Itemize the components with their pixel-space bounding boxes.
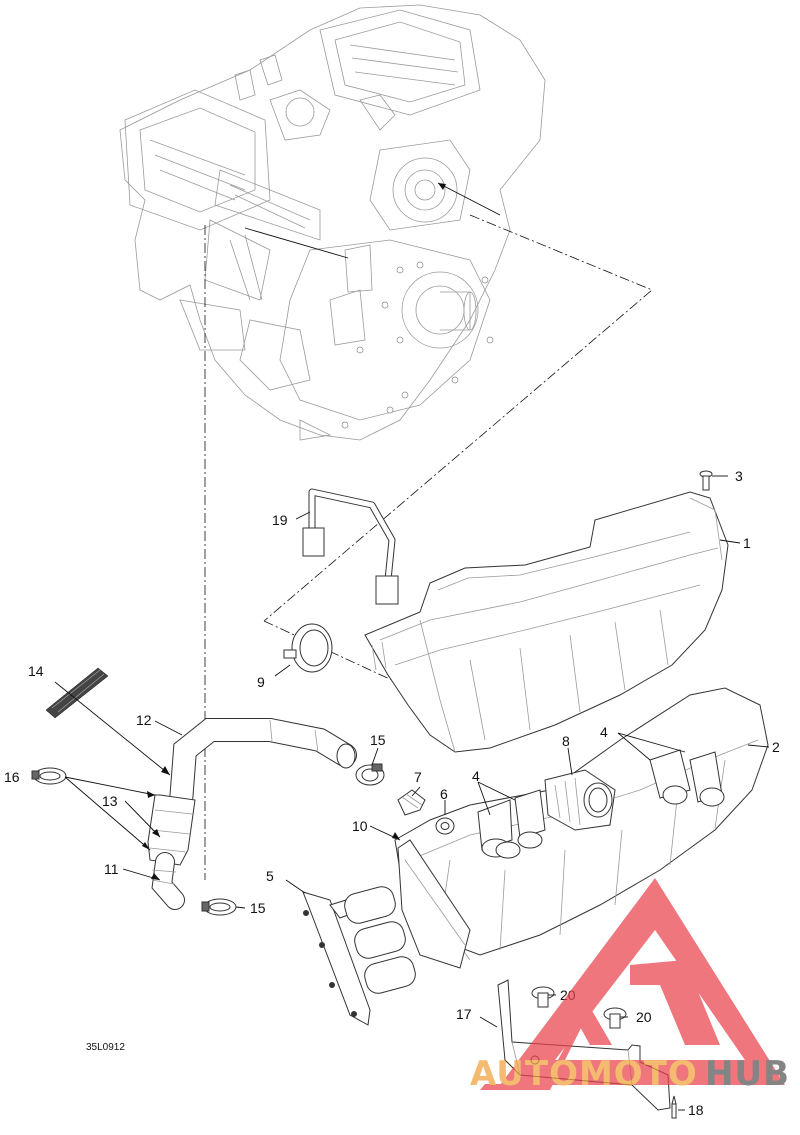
- callout-1: 1: [743, 535, 751, 551]
- part-14-foam-strip: [45, 667, 109, 719]
- part-5-filter: [302, 886, 416, 1026]
- clamp-16: [31, 767, 67, 785]
- callout-8: 8: [562, 733, 570, 749]
- clamp-15-upper: [355, 763, 385, 786]
- watermark-triangle-outer: [480, 880, 655, 1090]
- callout-13: 13: [102, 793, 118, 809]
- callout-3: 3: [735, 468, 743, 484]
- part-1-airbox-cover: [364, 491, 729, 753]
- callout-2: 2: [772, 739, 780, 755]
- callout-4-left: 4: [472, 768, 480, 784]
- callout-19: 19: [272, 512, 288, 528]
- callout-20-lower: 20: [636, 1009, 652, 1025]
- part-6-grommet: [435, 817, 455, 835]
- part-19-strap: [302, 488, 399, 605]
- callout-17: 17: [456, 1006, 472, 1022]
- part-12-tube: [168, 718, 357, 827]
- part-7-fitting: [397, 789, 426, 816]
- clamp-15-lower: [201, 898, 237, 916]
- part-3-screw: [699, 470, 713, 491]
- callout-15-lower: 15: [250, 900, 266, 916]
- watermark-logo: AUTOMOTO HUB: [470, 878, 790, 1094]
- watermark-triangle: [500, 878, 785, 1085]
- part-11-hose: [151, 852, 185, 910]
- diagram-code: 35L0912: [86, 1042, 125, 1053]
- callout-18: 18: [688, 1102, 704, 1118]
- part-9-clamp: [283, 623, 333, 673]
- callout-10: 10: [352, 818, 368, 834]
- callout-5: 5: [266, 868, 274, 884]
- callout-16: 16: [4, 769, 20, 785]
- watermark-text-main: AUTOMOTO: [470, 1054, 698, 1094]
- callout-11: 11: [104, 861, 119, 877]
- watermark-text-end: HUB: [705, 1054, 790, 1094]
- part-18-pin: [671, 1095, 677, 1119]
- callout-12: 12: [136, 712, 152, 728]
- callout-6: 6: [440, 786, 448, 802]
- callout-15-upper: 15: [370, 732, 386, 748]
- callout-14: 14: [28, 663, 44, 679]
- engine-assembly: [119, 4, 546, 441]
- part-8-coupler: [544, 769, 616, 831]
- callout-7: 7: [414, 769, 422, 785]
- callout-4-right: 4: [600, 724, 608, 740]
- part-4-tubes: [477, 749, 725, 859]
- callout-numbers: 1 2 3 4 4 5 6 7 8 9 10 11 12 13 14 15 15…: [4, 468, 780, 1118]
- part-10-base-tray: [397, 839, 471, 969]
- leader-lines: [54, 475, 770, 1111]
- callout-9: 9: [257, 674, 265, 690]
